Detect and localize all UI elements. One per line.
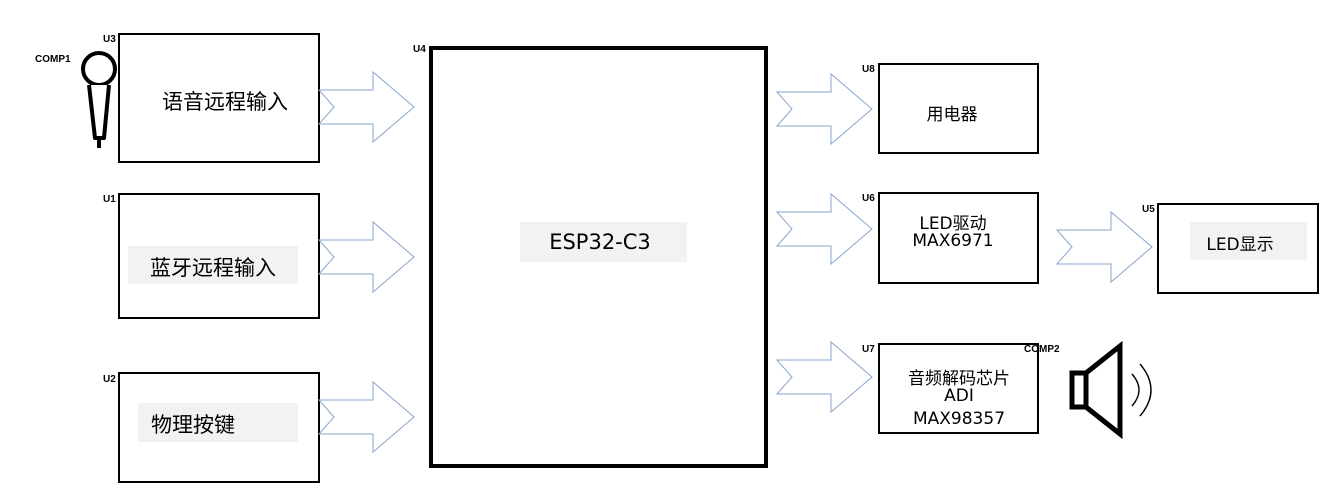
audio-decoder-block — [878, 343, 1039, 434]
voice-input-block — [118, 33, 320, 163]
audio-decoder-label-line1: 音频解码芯片 — [908, 369, 1010, 389]
microphone-icon — [81, 51, 117, 148]
led-driver-label-line1: LED驱动 — [919, 214, 987, 234]
mcu-label-highlight — [520, 222, 687, 262]
mcu-to-appliance-arrow — [775, 72, 873, 146]
button-to-mcu-arrow — [317, 380, 415, 454]
u8-ref: U8 — [862, 64, 875, 75]
bluetooth-input-label: 蓝牙远程输入 — [150, 256, 276, 280]
voice-to-mcu-arrow — [317, 70, 415, 144]
u3-ref: U3 — [103, 34, 116, 45]
comp2-ref: COMP2 — [1024, 344, 1060, 355]
led-driver-label-line2: MAX6971 — [912, 231, 994, 251]
appliance-label: 用电器 — [926, 105, 978, 125]
bluetooth-to-mcu-arrow — [317, 220, 415, 294]
appliance-block — [878, 63, 1039, 154]
led-display-label: LED显示 — [1206, 235, 1274, 255]
u4-ref: U4 — [413, 44, 426, 55]
led-driver-to-display-arrow — [1055, 210, 1153, 284]
led-driver-block — [878, 192, 1039, 284]
u6-ref: U6 — [862, 193, 875, 204]
mcu-to-led-driver-arrow — [775, 192, 873, 266]
u1-ref: U1 — [103, 194, 116, 205]
u5-ref: U5 — [1142, 204, 1155, 215]
comp1-ref: COMP1 — [35, 54, 71, 65]
led-display-label-highlight — [1190, 222, 1307, 260]
mcu-label: ESP32-C3 — [549, 230, 651, 254]
bluetooth-label-highlight — [128, 246, 298, 284]
physical-button-label-highlight — [138, 403, 298, 442]
audio-decoder-label-line3: MAX98357 — [912, 409, 1006, 429]
speaker-icon — [1069, 340, 1152, 440]
physical-button-label: 物理按键 — [151, 413, 235, 437]
audio-decoder-label-line2: ADI — [944, 386, 974, 406]
mcu-to-audio-decoder-arrow — [775, 340, 873, 414]
u2-ref: U2 — [103, 374, 116, 385]
voice-input-label: 语音远程输入 — [162, 90, 288, 114]
u7-ref: U7 — [862, 344, 875, 355]
